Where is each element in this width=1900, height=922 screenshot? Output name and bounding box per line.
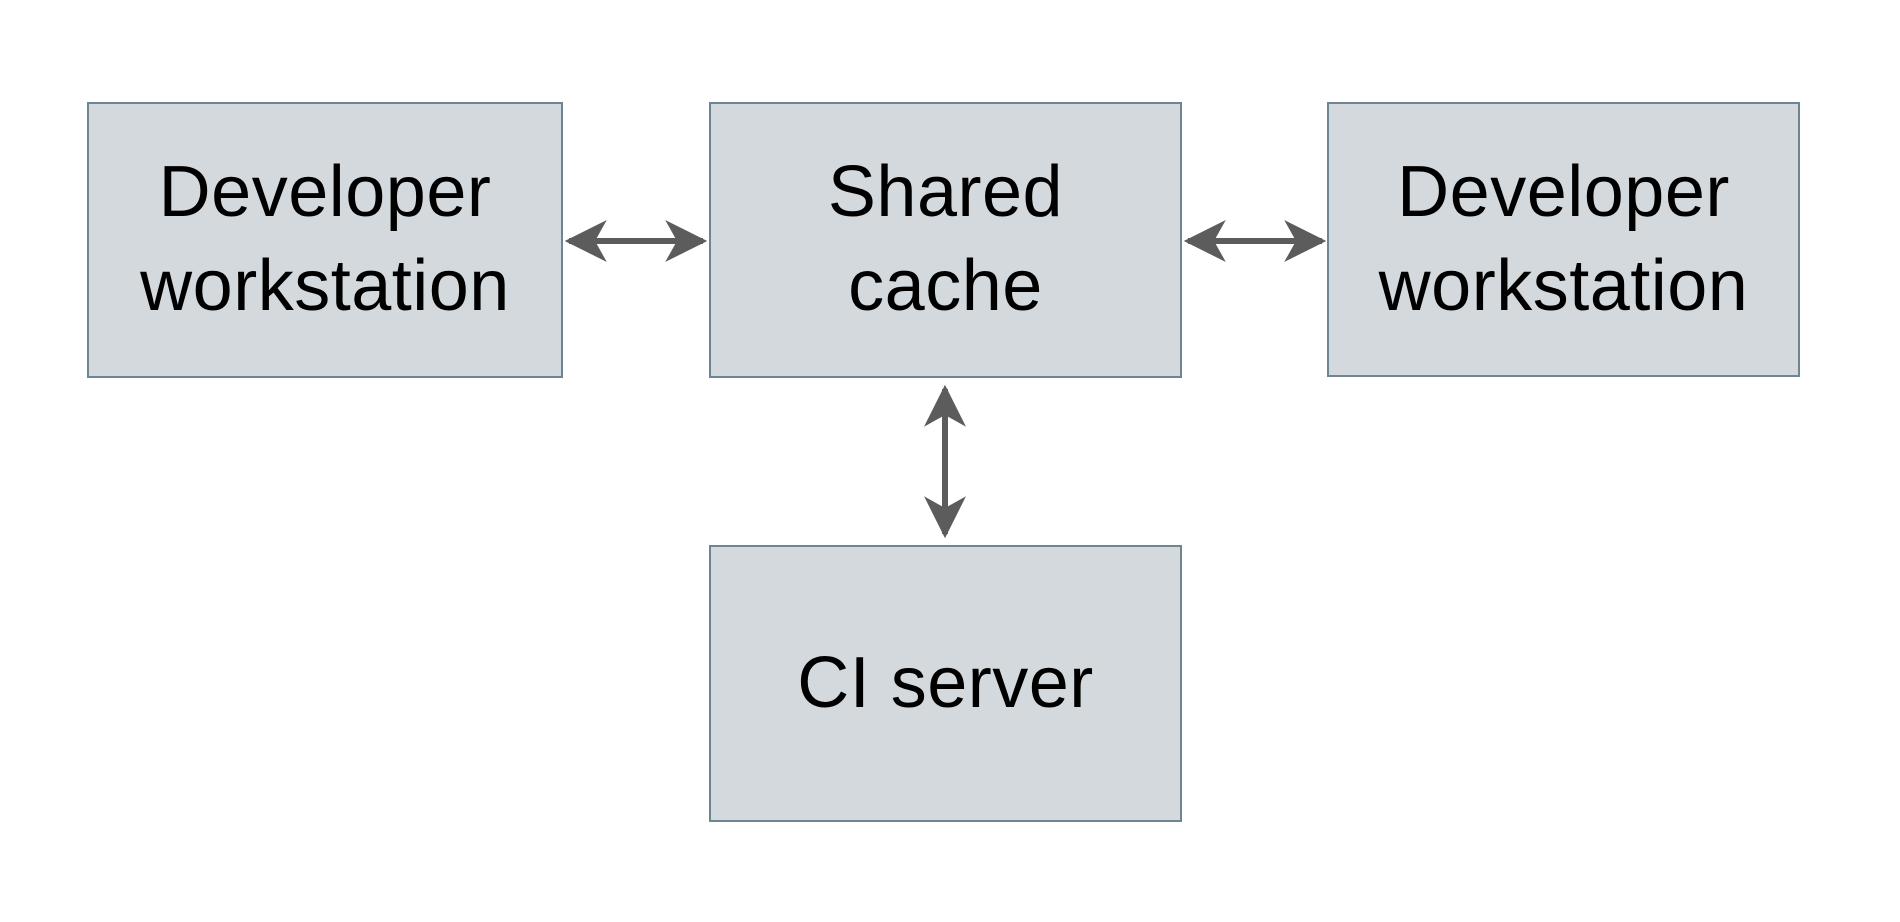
node-developer-workstation-right: Developer workstation: [1327, 102, 1800, 377]
node-label-developer-workstation-left: Developer workstation: [140, 152, 510, 326]
node-label-ci-server: CI server: [797, 642, 1094, 723]
bidirectional-arrow-devleft-cache-icon: [564, 220, 708, 262]
node-shared-cache: Shared cache: [709, 102, 1182, 378]
node-developer-workstation-left: Developer workstation: [87, 102, 563, 378]
node-label-developer-workstation-right: Developer workstation: [1378, 151, 1749, 326]
bidirectional-arrow-cache-ciserver-icon: [924, 384, 966, 539]
node-label-shared-cache: Shared cache: [827, 152, 1064, 326]
node-ci-server: CI server: [709, 545, 1182, 822]
bidirectional-arrow-cache-devright-icon: [1183, 220, 1327, 262]
